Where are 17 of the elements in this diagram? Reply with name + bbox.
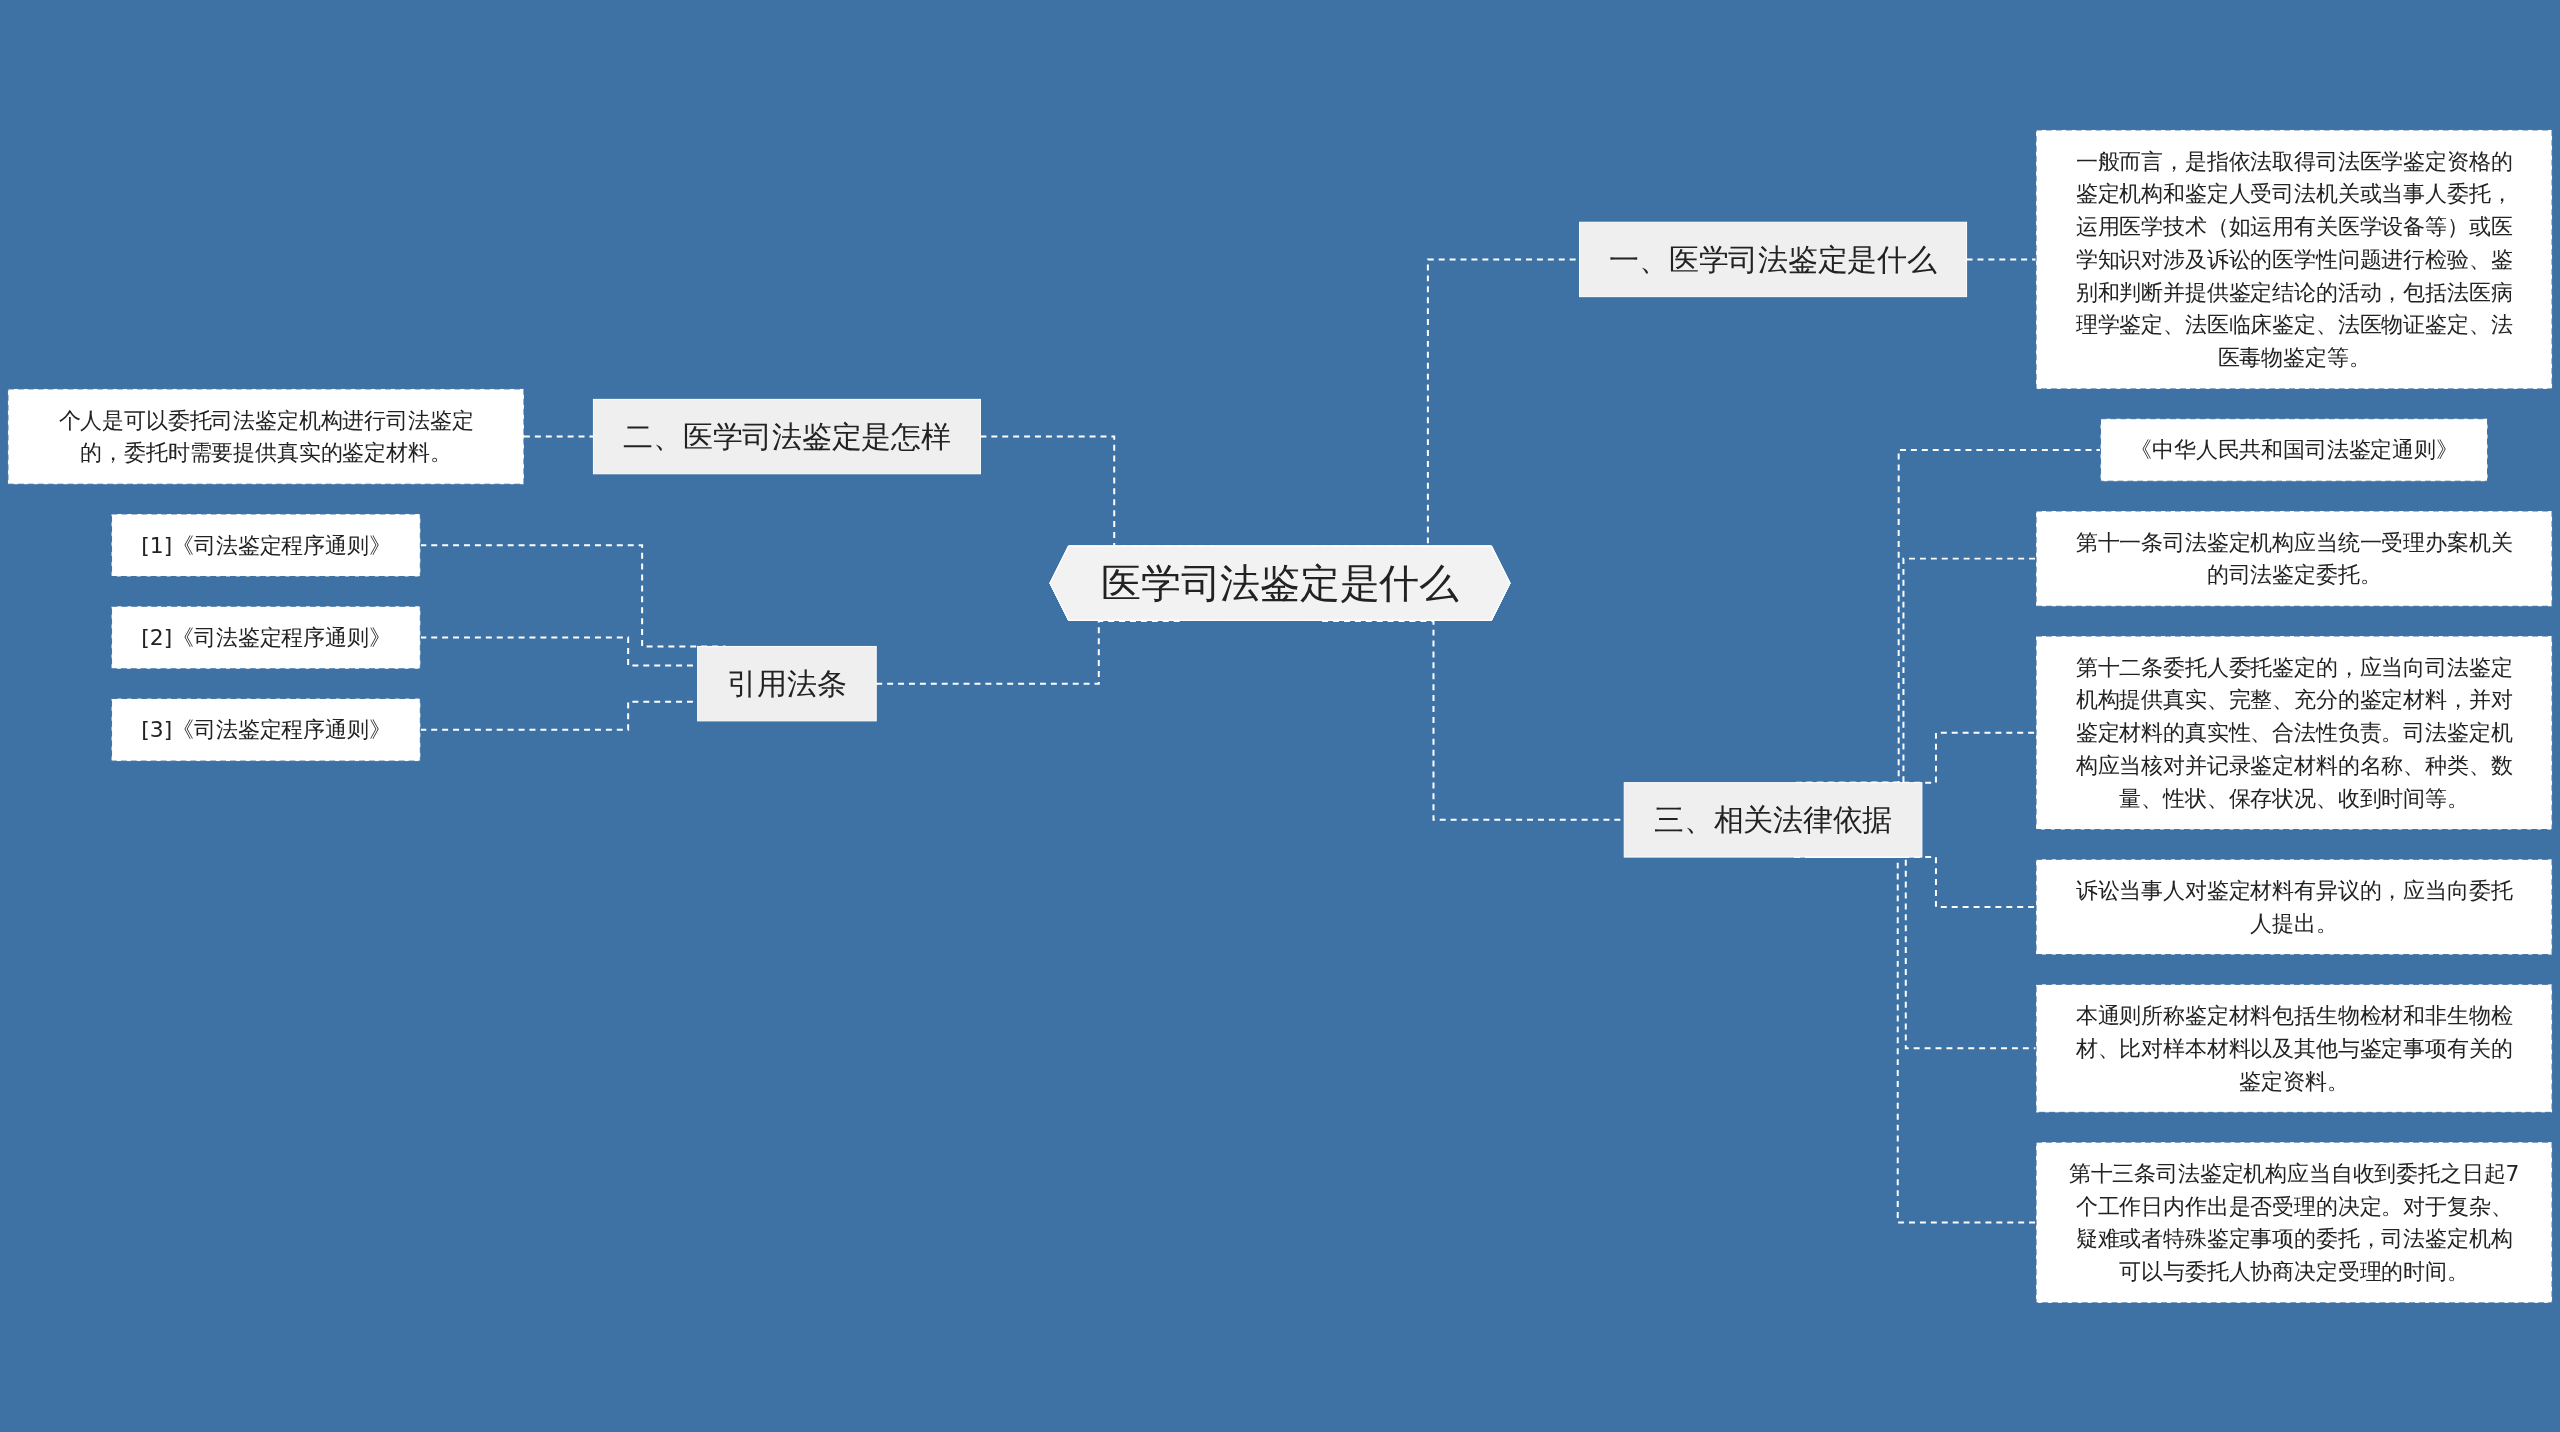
node-box: [3]《司法鉴定程序通则》 xyxy=(111,697,421,762)
node-box: 一、医学司法鉴定是什么 xyxy=(1579,221,1968,297)
node-box: 个人是可以委托司法鉴定机构进行司法鉴定的，委托时需要提供真实的鉴定材料。 xyxy=(7,388,525,485)
node-box: 本通则所称鉴定材料包括生物检材和非生物检材、比对样本材料以及其他与鉴定事项有关的鉴定资料。 xyxy=(2035,983,2553,1113)
connector xyxy=(522,435,595,438)
node-box: 三、相关法律依据 xyxy=(1623,781,1923,858)
node-box: 二、医学司法鉴定是怎样 xyxy=(592,398,981,474)
node-box: 《中华人民共和国司法鉴定通则》 xyxy=(2100,417,2489,482)
node-box: 第十一条司法鉴定机构应当统一受理办案机关的司法鉴定委托。 xyxy=(2035,510,2553,607)
node-box: [2]《司法鉴定程序通则》 xyxy=(111,605,421,669)
node-box: 引用法条 xyxy=(697,645,877,721)
node-box: 第十三条司法鉴定机构应当自收到委托之日起7个工作日内作出是否受理的决定。对于复杂、疑难或者特殊鉴定事项的委托，司法鉴定机构可以与委托人协商决定受理的时间。 xyxy=(2035,1141,2553,1303)
connector xyxy=(1965,258,2038,260)
node-box: 一般而言，是指依法取得司法医学鉴定资格的鉴定机构和鉴定人受司法机关或当事人委托，运用医学技术（如运用有关医学设备等）或医学知识对涉及诉讼的医学性问题进行检验、鉴别和判断并提供鉴定结论的活动，包括法医病理学鉴定、法医临床鉴定、法医物证鉴定、法医毒物鉴定等。 xyxy=(2035,129,2553,389)
node-box: 第十二条委托人委托鉴定的，应当向司法鉴定机构提供真实、完整、充分的鉴定材料，并对鉴定材料的真实性、合法性负责。司法鉴定机构应当核对并记录鉴定材料的名称、种类、数量、性状、保存状况、收到时间等。 xyxy=(2035,635,2553,830)
node-box: [1]《司法鉴定程序通则》 xyxy=(111,513,421,577)
node-box: 诉讼当事人对鉴定材料有异议的，应当向委托人提出。 xyxy=(2035,858,2553,955)
